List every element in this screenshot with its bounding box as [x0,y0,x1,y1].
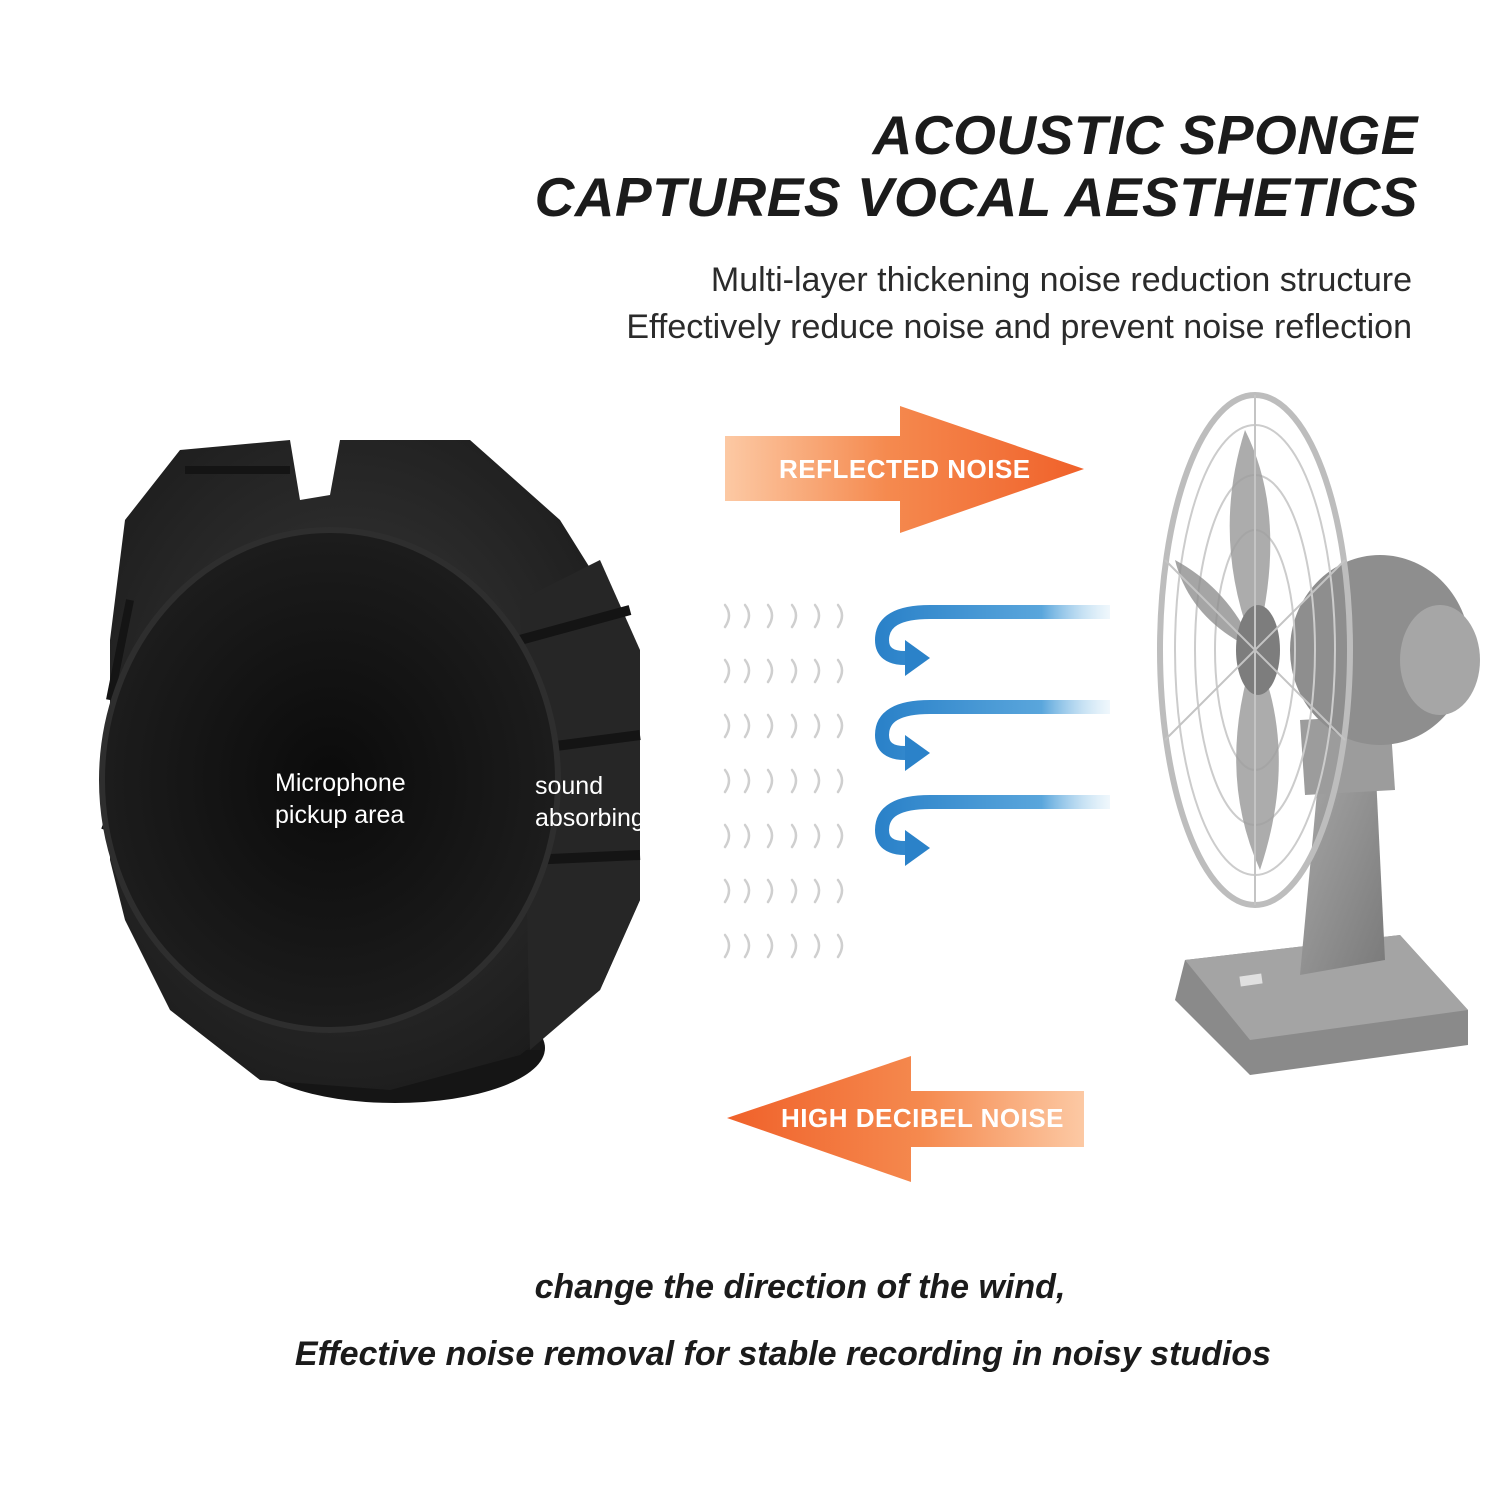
pickup-area-label-line-1: Microphone [275,769,406,797]
subheadline-line-2: Effectively reduce noise and prevent noi… [626,308,1412,346]
high-decibel-noise-arrow [727,1056,1084,1182]
wind-arrows [874,605,1110,866]
sound-absorbing-label: sound absorbing [535,770,645,834]
desk-fan [1157,392,1480,1075]
headline: ACOUSTIC SPONGE CAPTURES VOCAL AESTHETIC… [535,104,1418,228]
sound-waves [723,603,844,959]
pickup-area-label-line-2: pickup area [275,801,405,829]
sound-absorbing-label-line-1: sound [535,772,604,800]
acoustic-sponge [99,440,641,1103]
reflected-noise-label: REFLECTED NOISE [779,454,1031,484]
subheadline: Multi-layer thickening noise reduction s… [626,257,1412,351]
headline-line-2: CAPTURES VOCAL AESTHETICS [534,166,1418,228]
pickup-area-label: Microphone pickup area [275,767,406,831]
reflected-noise-arrow [725,406,1084,533]
footer-line-2: Effective noise removal for stable recor… [294,1335,1272,1373]
high-decibel-noise-label: HIGH DECIBEL NOISE [781,1103,1065,1133]
subheadline-line-1: Multi-layer thickening noise reduction s… [710,261,1412,299]
sound-absorbing-label-line-2: absorbing [535,804,645,832]
headline-line-1: ACOUSTIC SPONGE [872,104,1418,166]
footer-line-1: change the direction of the wind, [534,1268,1066,1306]
